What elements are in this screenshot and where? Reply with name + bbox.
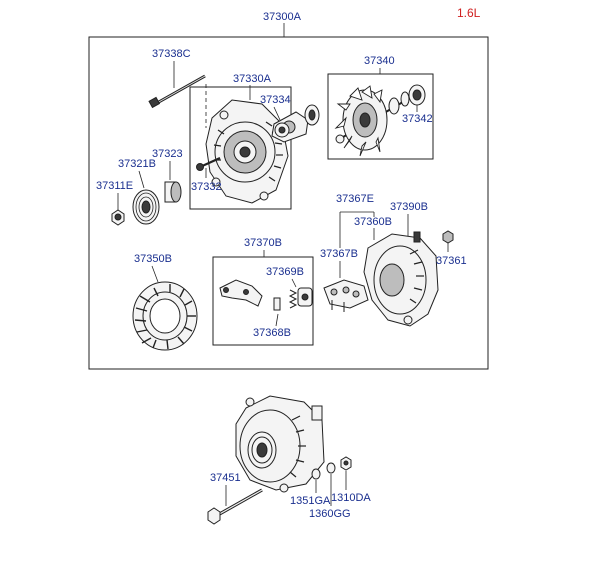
rectifier-part [323,279,369,312]
label-37311E: 37311E [96,180,133,192]
label-37340: 37340 [364,55,395,67]
label-37332: 37332 [191,181,222,193]
front-bracket-box [189,86,292,210]
rear-bearing-part [408,84,426,106]
label-1351GA: 1351GA [290,495,331,507]
lock-washer-part [326,462,336,474]
alternator-assembly [235,395,325,493]
leader-37369B [291,278,297,288]
rotor-part [334,85,421,157]
stator-part [132,281,198,351]
brush-holder-part [219,279,313,311]
label-37330A: 37330A [233,73,272,85]
label-37300A: 37300A [263,11,302,23]
assembly-frame [88,36,489,370]
spacer-part [164,181,182,203]
rotor-box [327,73,434,160]
label-37342: 37342 [402,113,433,125]
leader-37334 [273,106,281,121]
washer-part [311,468,321,480]
rear-bracket-part [363,231,439,327]
label-37360B: 37360B [354,216,392,228]
label-37338C: 37338C [152,48,191,60]
hex-nut-part [340,456,352,471]
label-37369B: 37369B [266,266,304,278]
leader-37368B [275,313,279,327]
label-37390B: 37390B [390,201,428,213]
brush-holder-box [212,256,314,346]
label-37323: 37323 [152,148,183,160]
label-1360GG: 1360GG [309,508,351,520]
leader-37321B [138,170,145,189]
bolt-part [207,488,263,525]
label-37370B: 37370B [244,237,282,249]
front-bracket-part [205,99,289,204]
label-37361: 37361 [436,255,467,267]
label-37334: 37334 [260,94,291,106]
rectifier-leaders [339,211,375,278]
label-1310DA: 1310DA [331,492,371,504]
label-37451: 37451 [210,472,241,484]
engine-label: 1.6L [457,6,481,20]
label-37350B: 37350B [134,253,172,265]
pulley-part [132,189,160,225]
label-37321B: 37321B [118,158,156,170]
screw-part [196,156,221,171]
leader-37350B [151,265,159,283]
through-bolt-part [148,74,206,109]
front-bearing-part [271,104,320,143]
pulley-nut-part [111,209,125,226]
label-37367B: 37367B [320,248,358,260]
label-37368B: 37368B [253,327,291,339]
rear-nut-part [442,230,454,244]
label-37367E: 37367E [336,193,374,205]
